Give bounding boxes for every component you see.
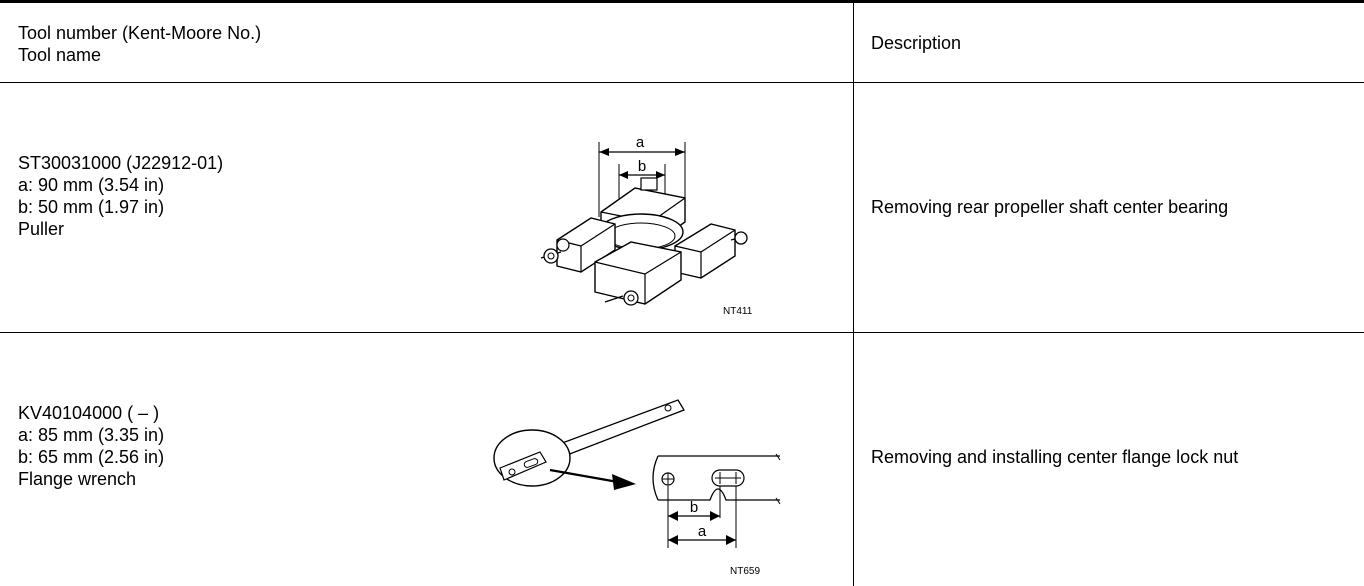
dimension-label-b: b <box>690 499 698 516</box>
header-description: Description <box>871 33 962 53</box>
figure-code: NT411 <box>723 306 753 317</box>
table-row-2-tool: KV40104000 ( – ) a: 85 mm (3.35 in) b: 6… <box>18 402 164 490</box>
table-row-1-tool: ST30031000 (J22912-01) a: 90 mm (3.54 in… <box>18 152 223 240</box>
flange-wrench-icon: b a NT659 <box>488 388 788 578</box>
tool-number: ST30031000 (J22912-01) <box>18 153 224 173</box>
header-tool-name: Tool name <box>18 45 102 65</box>
header-divider <box>0 82 1364 83</box>
table-row-2-description: Removing and installing center flange lo… <box>871 447 1239 467</box>
header-tool-column: Tool number (Kent-Moore No.) Tool name <box>18 22 261 66</box>
tool-name: Puller <box>18 219 65 239</box>
row-divider <box>0 332 1364 333</box>
dimension-label-a: a <box>636 134 645 151</box>
tool-dimension-a: a: 90 mm (3.54 in) <box>18 175 165 195</box>
tool-name: Flange wrench <box>18 469 137 489</box>
tool-dimension-a: a: 85 mm (3.35 in) <box>18 425 165 445</box>
bearing-puller-icon: a b <box>535 112 765 322</box>
header-tool-number: Tool number (Kent-Moore No.) <box>18 23 262 43</box>
table-top-border <box>0 0 1364 3</box>
tool-number: KV40104000 ( – ) <box>18 403 160 423</box>
dimension-label-b: b <box>638 158 646 175</box>
tool-dimension-b: b: 50 mm (1.97 in) <box>18 197 165 217</box>
dimension-label-a: a <box>698 523 707 540</box>
figure-code: NT659 <box>730 566 760 577</box>
tool-dimension-b: b: 65 mm (2.56 in) <box>18 447 165 467</box>
table-row-1-description: Removing rear propeller shaft center bea… <box>871 197 1229 217</box>
column-divider <box>853 3 854 586</box>
